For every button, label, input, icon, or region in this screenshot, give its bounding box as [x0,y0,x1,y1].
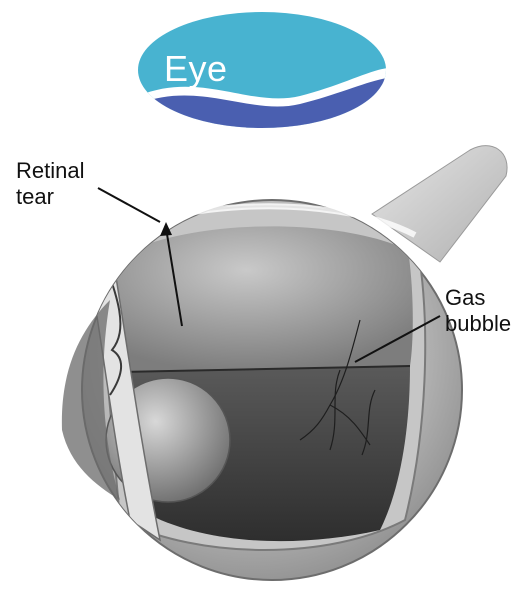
logo-text: Eye [164,48,228,90]
eye-interior [82,206,425,550]
gas-bubble-label-line2: bubble [445,311,511,337]
gas-bubble-label-line1: Gas [445,285,511,311]
retinal-tear-label-line1: Retinal [16,158,84,184]
retinal-tear-label: Retinal tear [16,158,84,210]
gas-bubble-label: Gas bubble [445,285,511,337]
retinal-tear-label-line2: tear [16,184,84,210]
gas-bubble [110,226,413,372]
